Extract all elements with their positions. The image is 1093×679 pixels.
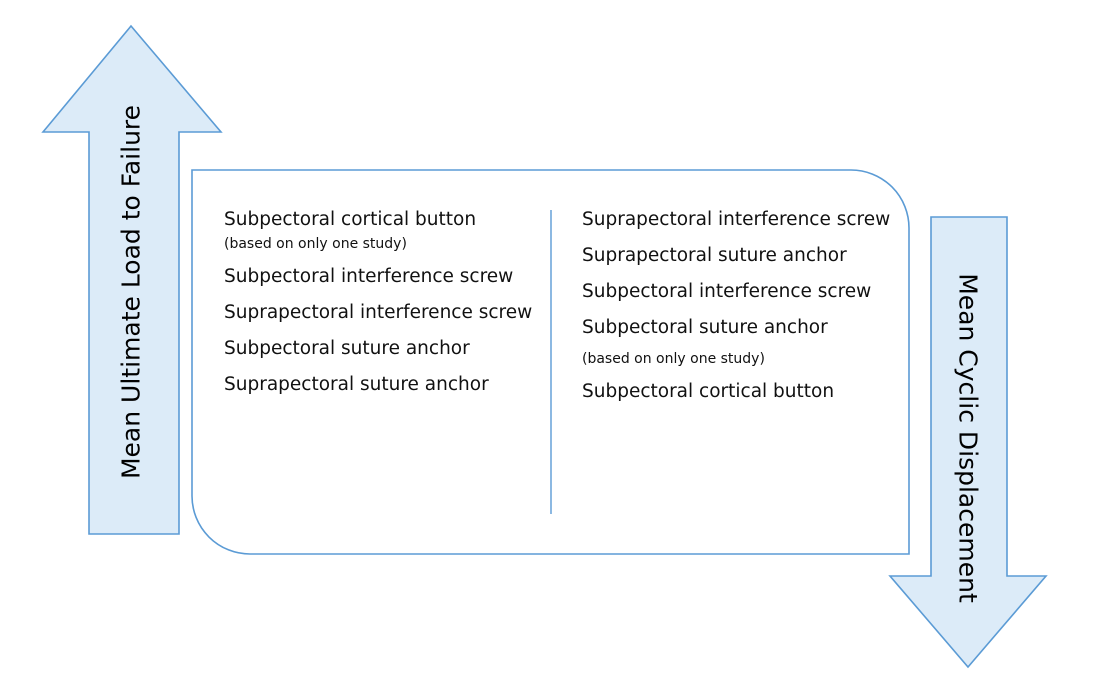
list-item-note: (based on only one study) (582, 351, 765, 367)
list-item: Subpectoral suture anchor (based on only… (582, 314, 897, 369)
list-item: Subpectoral suture anchor (224, 335, 534, 362)
list-item-label: Suprapectoral suture anchor (224, 374, 489, 395)
list-item: Subpectoral interference screw (224, 263, 534, 290)
list-item: Subpectoral interference screw (582, 278, 897, 305)
list-item: Subpectoral cortical button (based on on… (224, 206, 534, 254)
list-item-label: Subpectoral cortical button (582, 381, 835, 402)
list-item: Suprapectoral suture anchor (582, 242, 897, 269)
load-to-failure-label: Mean Ultimate Load to Failure (116, 104, 146, 480)
up-arrow-icon (41, 24, 223, 535)
list-item-label: Subpectoral interference screw (224, 266, 514, 287)
list-item-label: Subpectoral suture anchor (224, 338, 470, 359)
content-box (191, 169, 910, 555)
list-item: Suprapectoral interference screw (224, 299, 534, 326)
list-item-label: Suprapectoral interference screw (224, 302, 533, 323)
list-item-label: Suprapectoral interference screw (582, 209, 891, 230)
load-ranking-list: Subpectoral cortical button (based on on… (224, 206, 534, 407)
cyclic-displacement-label: Mean Cyclic Displacement (953, 273, 983, 603)
list-item-note: (based on only one study) (224, 236, 407, 252)
list-item-label: Suprapectoral suture anchor (582, 245, 847, 266)
list-item: Suprapectoral suture anchor (224, 371, 534, 398)
list-item: Subpectoral cortical button (582, 378, 897, 405)
list-item: Suprapectoral interference screw (582, 206, 897, 233)
down-arrow-icon (888, 216, 1048, 669)
list-item-label: Subpectoral suture anchor (582, 317, 828, 338)
list-item-label: Subpectoral cortical button (224, 209, 477, 230)
list-item-label: Subpectoral interference screw (582, 281, 872, 302)
displacement-ranking-list: Suprapectoral interference screw Suprape… (582, 206, 897, 414)
